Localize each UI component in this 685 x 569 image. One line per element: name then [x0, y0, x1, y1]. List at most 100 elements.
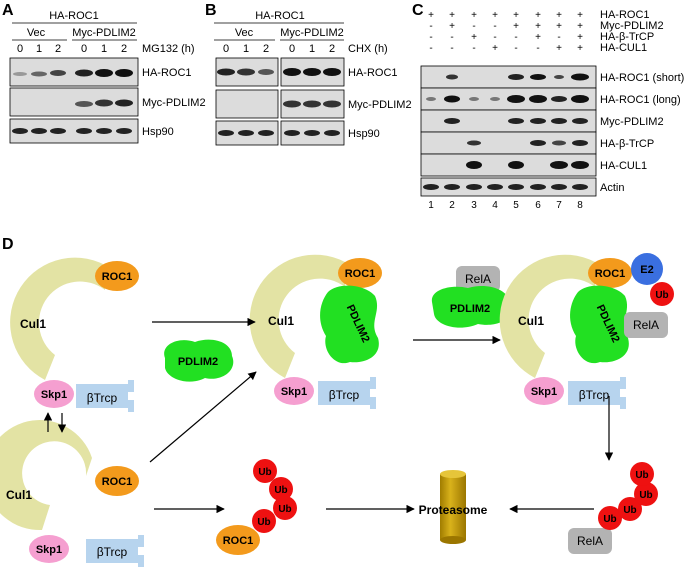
ub-shape-6	[618, 497, 642, 521]
panel-a-blot-myc-pdlim2	[9, 87, 139, 117]
proteasome-label: Proteasome	[419, 503, 488, 517]
panel-a-lane-5: 1	[101, 43, 107, 55]
panel-c-sign: +	[535, 10, 541, 21]
ub-label-2: Ub	[278, 504, 291, 515]
skp1-label-4: Skp1	[36, 544, 62, 556]
skp1-shape	[34, 380, 74, 408]
panel-c-sign: +	[556, 10, 562, 21]
panel-c-sign: -	[493, 21, 496, 32]
skp1-shape-3	[524, 377, 564, 405]
panel-c-sign: +	[449, 10, 455, 21]
panel-a-blot-label-1: HA-ROC1	[142, 67, 192, 79]
panel-c-sign: -	[429, 32, 432, 43]
panel-c-sign: +	[577, 32, 583, 43]
roc1-label-4: ROC1	[102, 476, 133, 488]
panel-c-lane-number: 1	[428, 200, 434, 211]
panel-b-lane-1: 0	[223, 43, 229, 55]
rela-shape-3	[568, 528, 612, 554]
panel-a-blot-label-2: Myc-PDLIM2	[142, 97, 206, 109]
panel-b-header: HA-ROC1	[255, 10, 305, 22]
panel-b-lane-2: 1	[243, 43, 249, 55]
panel-b-letter: B	[205, 2, 217, 19]
panel-c-blot-actin	[420, 177, 597, 197]
panel-b-group-vec: Vec	[235, 27, 254, 39]
panel-a-group-pdlim2: Myc-PDLIM2	[72, 27, 136, 39]
panel-c-sign: +	[428, 10, 434, 21]
panel-a-lane-4: 0	[81, 43, 87, 55]
scf-pdlim2-rela-complex: Cul1 ROC1 E2 Ub PDLIM2 RelA Skp1 βTrcp	[499, 253, 674, 409]
panel-c-sign: +	[513, 21, 519, 32]
panel-c-lane-number: 5	[513, 200, 519, 211]
panel-c-lane-number: 4	[492, 200, 498, 211]
panel-a-header: HA-ROC1	[49, 10, 99, 22]
panel-c-lane-number: 6	[535, 200, 541, 211]
panel-b-blot-hsp90	[215, 120, 345, 146]
ub-label-3: Ub	[274, 485, 287, 496]
panel-a-blot-label-3: Hsp90	[142, 126, 174, 138]
rela-label-2: RelA	[633, 318, 659, 332]
pdlim2-free-shape	[164, 339, 234, 382]
ub-shape-2	[273, 496, 297, 520]
panel-c-sign: +	[492, 43, 498, 54]
panel-a-group-vec: Vec	[27, 27, 46, 39]
proteasome: Proteasome	[419, 470, 488, 544]
btrcp-label: βTrcp	[87, 391, 118, 405]
panel-c-sign: -	[557, 32, 560, 43]
panel-c-lane-number: 3	[471, 200, 477, 211]
btrcp-label-2: βTrcp	[329, 388, 360, 402]
ub-shape-e2	[650, 282, 674, 306]
panel-c-sign: +	[556, 21, 562, 32]
panel-c-sign: -	[472, 21, 475, 32]
cul1-shape-4	[0, 420, 92, 531]
panel-d: D Cul1 ROC1 Skp1 βTrcp PDLIM2 Cul1 ROC1 …	[0, 236, 674, 567]
panel-c-sign: -	[493, 32, 496, 43]
panel-b-lane-6: 2	[329, 43, 335, 55]
btrcp-shape-2	[318, 377, 376, 409]
panel-b: B HA-ROC1 Vec Myc-PDLIM2 0 1 2 0 1 2 CHX…	[205, 2, 412, 146]
panel-c-blot-label-6: Actin	[600, 182, 624, 194]
btrcp-shape-3	[568, 377, 626, 409]
pdlim2-rela-shape	[431, 285, 512, 328]
pdlim2-rela-label: PDLIM2	[450, 303, 490, 315]
panel-b-blot-label-1: HA-ROC1	[348, 67, 398, 79]
cul1-label-4: Cul1	[6, 488, 32, 502]
roc1-label-5: ROC1	[223, 535, 254, 547]
panel-c-sign: +	[577, 43, 583, 54]
panel-c-sign: -	[429, 43, 432, 54]
roc1-shape-2	[338, 258, 382, 288]
ub-label-8: Ub	[635, 470, 648, 481]
panel-a: A HA-ROC1 Vec Myc-PDLIM2 0 1 2 0 1 2 MG1…	[2, 2, 206, 144]
panel-c-lane-number: 7	[556, 200, 562, 211]
ub-shape-8	[630, 462, 654, 486]
cul1-label: Cul1	[20, 317, 46, 331]
panel-c-blot-roc1-long	[420, 87, 597, 111]
panel-c-sign-grid: ++++++++HA-ROC1-+--++++Myc-PDLIM2--+--+-…	[428, 9, 663, 54]
pdlim2-free-label: PDLIM2	[178, 356, 218, 368]
roc1-label-3: ROC1	[595, 268, 626, 280]
roc1-label: ROC1	[102, 271, 133, 283]
btrcp-shape	[76, 380, 134, 412]
panel-b-lane-4: 0	[289, 43, 295, 55]
ub-label-5: Ub	[603, 514, 616, 525]
panel-c-blot-label-5: HA-CUL1	[600, 160, 647, 172]
ub-label-6: Ub	[623, 505, 636, 516]
panel-c-blot-roc1-short	[420, 65, 597, 89]
btrcp-label-4: βTrcp	[97, 545, 128, 559]
panel-b-lane-3: 2	[263, 43, 269, 55]
panel-c-blot-myc-pdlim2	[420, 109, 597, 133]
panel-c-lane-number: 2	[449, 200, 455, 211]
panel-c-sign: -	[514, 43, 517, 54]
ub-shape-4	[253, 459, 277, 483]
cul1-label-2: Cul1	[268, 314, 294, 328]
scf-pdlim2-complex: Cul1 ROC1 PDLIM2 Skp1 βTrcp	[249, 254, 382, 409]
ub-label-7: Ub	[639, 490, 652, 501]
panel-b-lane-5: 1	[309, 43, 315, 55]
panel-b-blot-label-2: Myc-PDLIM2	[348, 99, 412, 111]
panel-c: C ++++++++HA-ROC1-+--++++Myc-PDLIM2--+--…	[412, 2, 684, 211]
panel-a-lane-1: 0	[17, 43, 23, 55]
roc1-shape-5	[216, 525, 260, 555]
panel-c-blot-cul1	[420, 153, 597, 177]
panel-c-sign: -	[450, 32, 453, 43]
ub-shape-7	[634, 482, 658, 506]
